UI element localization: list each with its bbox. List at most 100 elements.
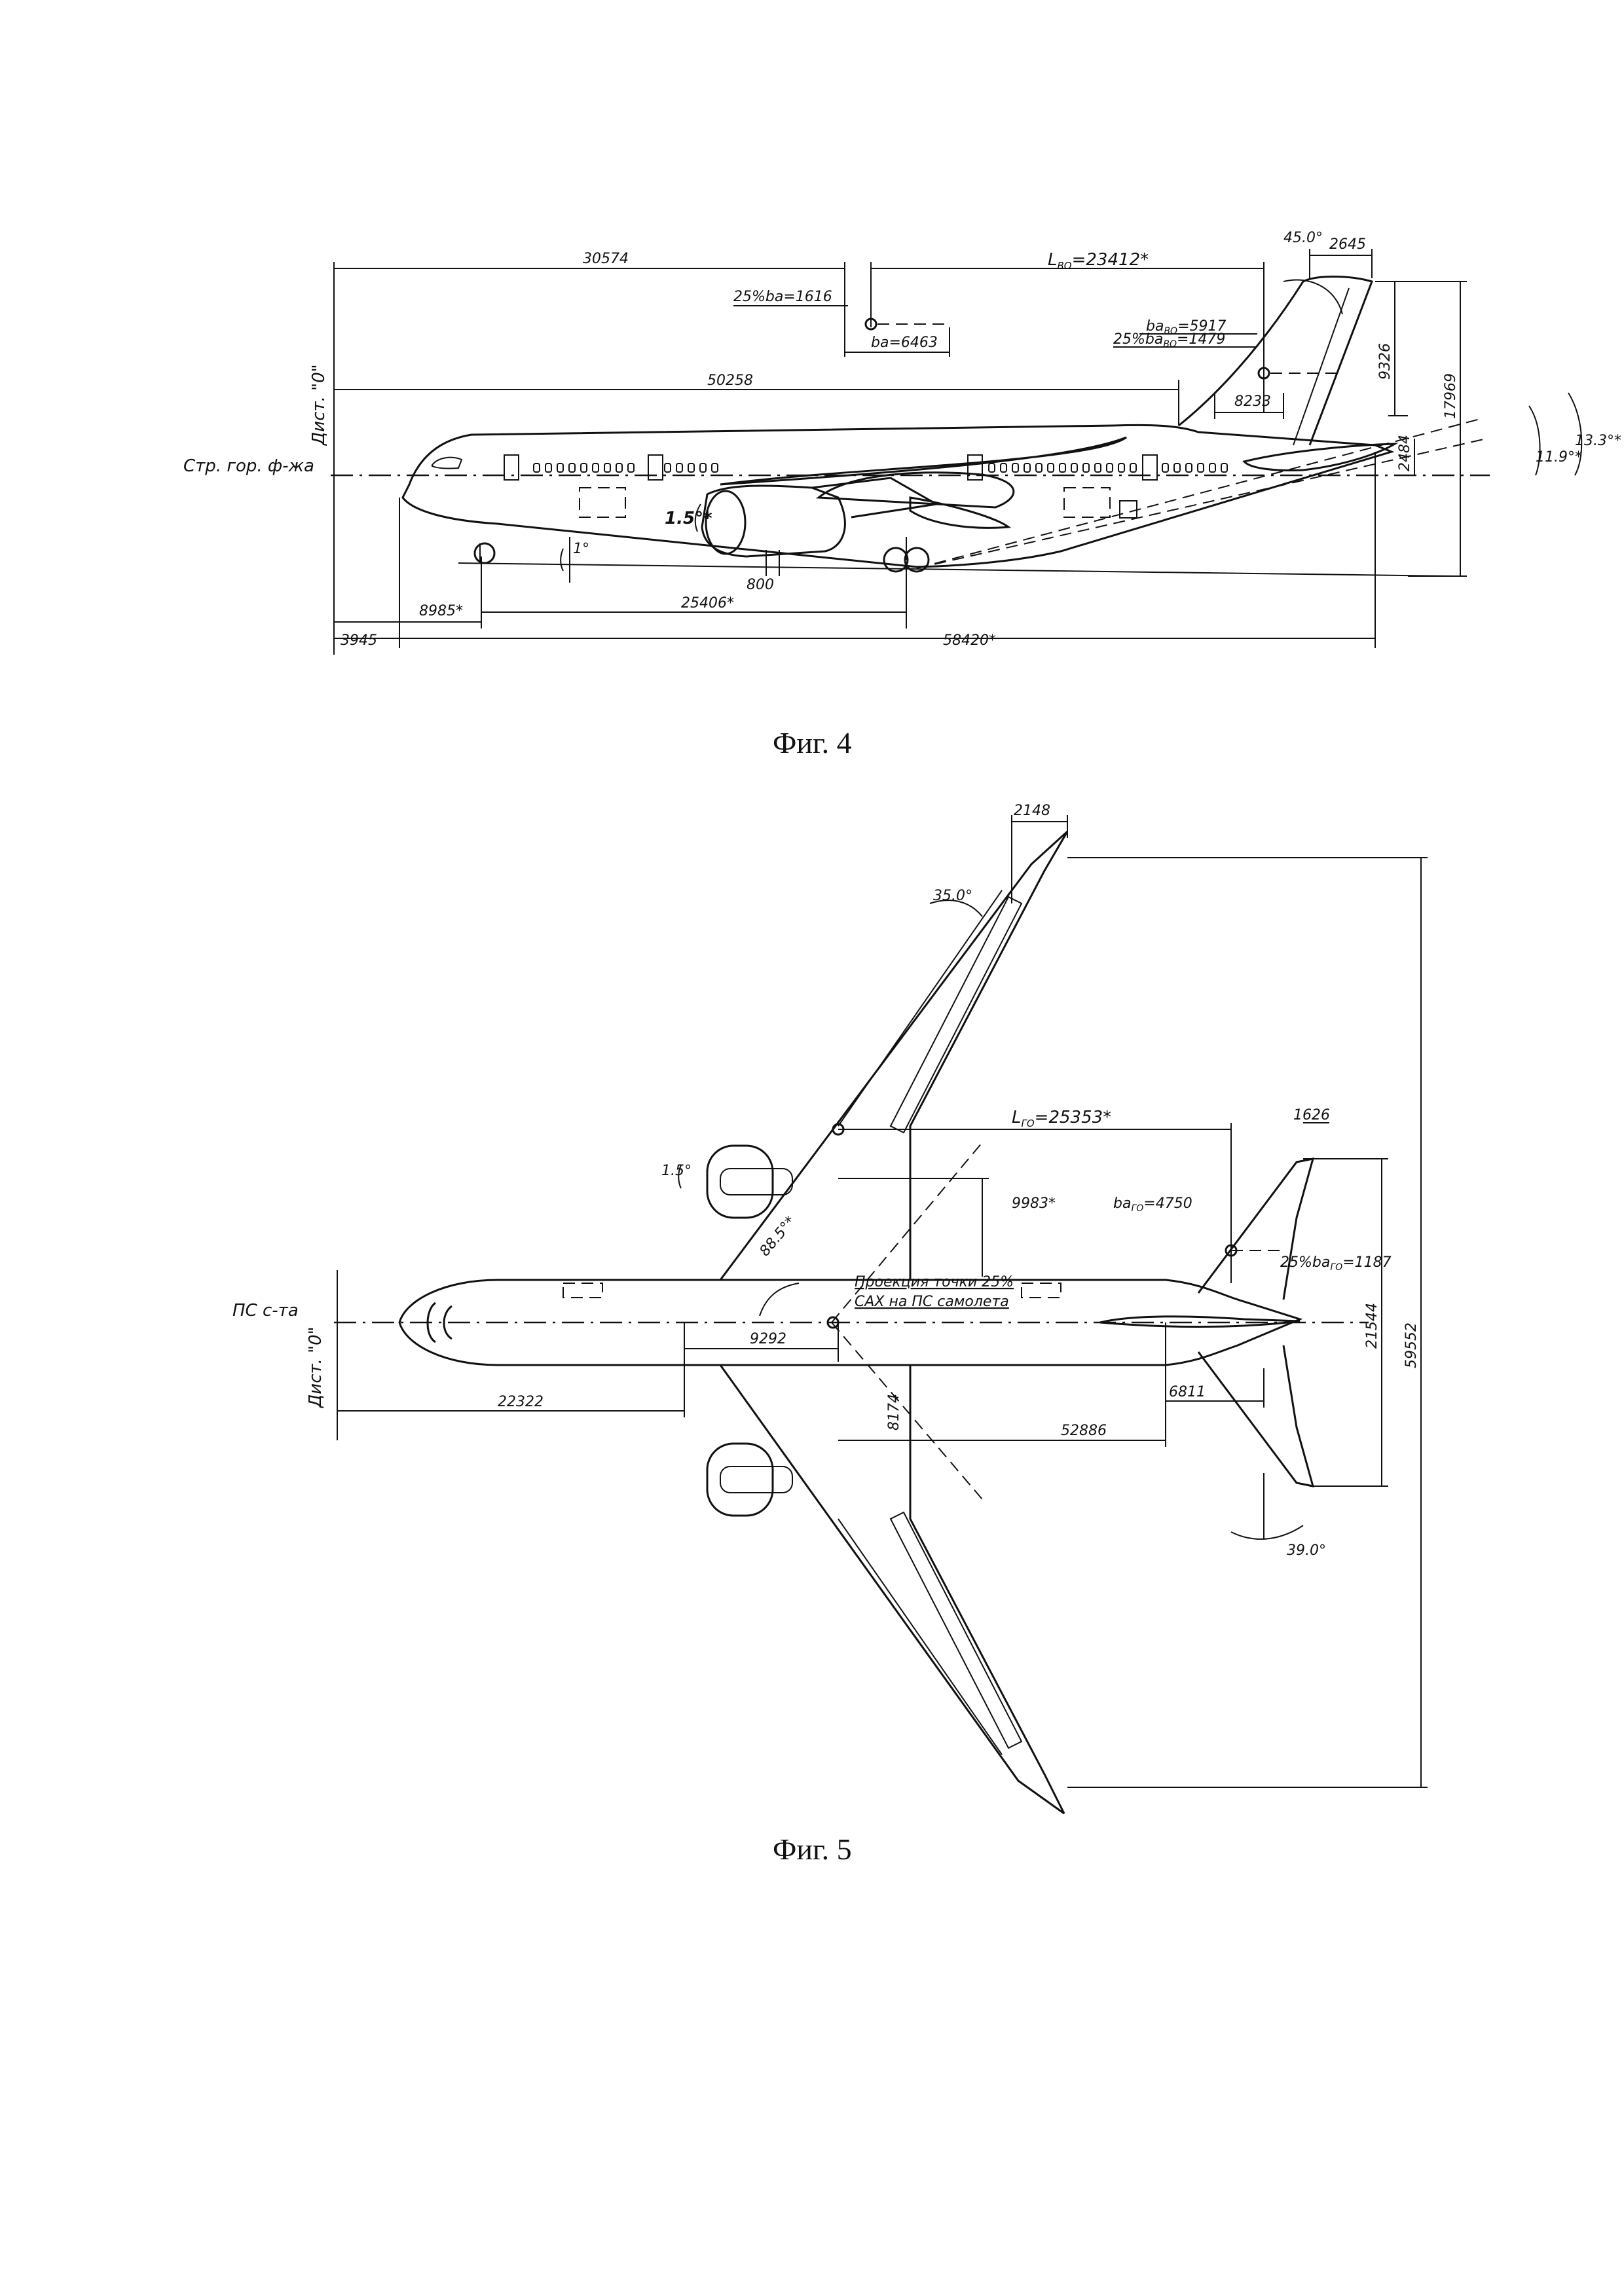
- fig4-window-row: [504, 454, 1158, 481]
- fig5-cockpit: [426, 1302, 436, 1343]
- fig4-flap-track: [909, 496, 1012, 529]
- fig4-window: [1094, 463, 1101, 473]
- fig5-dim-mac-lateral: 8174: [886, 1394, 902, 1430]
- fig4-dim-nose-offset: 3945: [341, 632, 377, 649]
- fig4-window: [1130, 463, 1137, 473]
- fig4-cargo-door-front: [579, 487, 626, 518]
- fig4-dim-l-vo: LВО=23412*: [1048, 250, 1149, 272]
- fig4-dim-to-fin-root: 50258: [707, 373, 753, 389]
- fig4-door-1: [504, 454, 519, 481]
- fig4-window: [676, 463, 683, 473]
- fig4-caption: Фиг. 4: [773, 726, 852, 759]
- fig4-dim-fin-height: 9326: [1377, 343, 1393, 380]
- fig5-mac-point: [832, 1123, 845, 1136]
- fig5-wing-lower-spar: [838, 1518, 1003, 1755]
- fig4-dim-pct-ba-vo: 25%baВО=1479: [1113, 331, 1225, 350]
- fig4-main-gear: [883, 537, 930, 573]
- fig5-dim-wing-tip: 2148: [1014, 803, 1050, 819]
- fig4-window: [1082, 463, 1090, 473]
- fig4-window: [1000, 463, 1007, 473]
- fig4-dim-pct-ba: 25%ba=1616: [733, 289, 832, 305]
- fig4-dim-engine-tilt: 1.5°*: [665, 509, 712, 528]
- fig4-ground-line: [458, 562, 1454, 577]
- fig4-window: [664, 463, 671, 473]
- fig4-windows: [533, 463, 1228, 473]
- fig5-note-line1: Проекция точки 25%: [855, 1274, 1014, 1290]
- fig4-dim-fin-root: 8233: [1234, 393, 1271, 410]
- fig4-window: [592, 463, 599, 473]
- fig4-door-3: [967, 454, 983, 481]
- fig5-wing-lower: [719, 1364, 1065, 1815]
- fig4-mac-point: [864, 318, 877, 331]
- fig5-dim-stab-tip: 1626: [1293, 1107, 1330, 1123]
- fig5-stab-upper: [1197, 1157, 1315, 1300]
- fig5-note-line2: САХ на ПС самолета: [855, 1294, 1009, 1310]
- fig5-fuselage: [398, 1279, 1303, 1366]
- fig4-side-view: 30574 LВО=23412* 45.0° 2645 25%ba=1616 b…: [183, 230, 1621, 759]
- fig4-window: [1047, 463, 1054, 473]
- fig4-window: [1024, 463, 1031, 473]
- fig4-dim-angle-133: 13.3°*: [1575, 433, 1621, 449]
- fig4-door-4: [1142, 454, 1158, 481]
- fig5-dim-sweep-wing: 35.0°: [933, 888, 972, 904]
- fig4-window: [1118, 463, 1125, 473]
- fig4-dim-ground-tilt: 1°: [573, 541, 589, 557]
- fig5-engine-lower: [706, 1442, 793, 1517]
- fig5-dim-l-go: LГО=25353*: [1012, 1108, 1111, 1129]
- fig4-window: [1221, 463, 1228, 473]
- fig4-datum-label: Дист. "0": [309, 364, 329, 446]
- fig5-dim-mac-dist: 9983*: [1012, 1195, 1056, 1212]
- fig5-dim-pct-ba-go: 25%baГО=1187: [1280, 1254, 1392, 1273]
- fig4-window: [1185, 463, 1192, 473]
- fig4-window: [533, 463, 540, 473]
- fig4-tailstrike-line: [916, 418, 1481, 569]
- fig4-dim-nose-to-mac: 30574: [583, 251, 629, 267]
- fig4-wing: [720, 436, 1127, 486]
- fig4-dimension-lines: [334, 249, 1583, 648]
- fig4-window: [688, 463, 695, 473]
- fig4-window: [1035, 463, 1043, 473]
- fig4-horizontal-stab: [1242, 443, 1399, 471]
- fig5-dim-nose-to-wing: 22322: [498, 1394, 544, 1410]
- fig4-window: [1012, 463, 1019, 473]
- fig4-dim-ba: ba=6463: [871, 335, 938, 351]
- fig4-dim-fin-tip: 2645: [1329, 236, 1366, 253]
- fig5-dimension-lines: [337, 815, 1428, 1788]
- fig4-window: [1106, 463, 1113, 473]
- fig4-window: [568, 463, 576, 473]
- fig5-axis-label: ПС с-та: [232, 1301, 299, 1321]
- fig5-wing-lower-flap: [889, 1511, 1023, 1749]
- fig4-rudder-hinge: [1293, 287, 1350, 446]
- fig5-tailcone: [1099, 1315, 1301, 1328]
- fig4-engine-pylon: [811, 477, 940, 519]
- fig5-mac-line-2: [831, 1322, 983, 1500]
- fig5-dim-stab-root: 6811: [1169, 1384, 1206, 1400]
- fig4-window: [545, 463, 552, 473]
- fig4-dim-length: 58420*: [943, 632, 996, 649]
- fig5-wing-upper-spar: [838, 890, 1003, 1127]
- fig5-cockpit-2: [443, 1305, 452, 1340]
- fig4-dim-nose-gear: 8985*: [419, 603, 463, 619]
- fig4-dim-angle-119: 11.9°*: [1536, 449, 1582, 465]
- fig5-dim-wing-span: 59552: [1403, 1322, 1420, 1368]
- fig4-dim-wheelbase: 25406*: [681, 595, 734, 611]
- fig5-dim-stab-span: 21544: [1364, 1303, 1380, 1349]
- fig4-tailstrike-line-2: [916, 438, 1487, 569]
- fig4-dim-ba-vo: baВО=5917: [1146, 318, 1227, 337]
- fig5-caption: Фиг. 5: [773, 1832, 852, 1866]
- fig5-engine-upper: [706, 1144, 793, 1219]
- fig5-wing-upper-flap: [889, 896, 1023, 1134]
- fig4-window: [1197, 463, 1204, 473]
- fig4-window: [1209, 463, 1216, 473]
- fig4-window: [604, 463, 611, 473]
- fig4-window: [1173, 463, 1181, 473]
- fig4-window: [988, 463, 995, 473]
- fig5-dim-to-stab: 52886: [1061, 1423, 1107, 1439]
- fig4-axis-label: Стр. гор. ф-жа: [183, 456, 314, 476]
- fig4-fin-mac-point: [1257, 367, 1270, 380]
- fig5-top-view: 2148 35.0° LГО=25353* 1626 1.5° 9983* ba…: [232, 803, 1428, 1866]
- fig4-window: [557, 463, 564, 473]
- fig4-wing-fairing: [815, 471, 1015, 509]
- fig4-cockpit-window: [432, 456, 463, 469]
